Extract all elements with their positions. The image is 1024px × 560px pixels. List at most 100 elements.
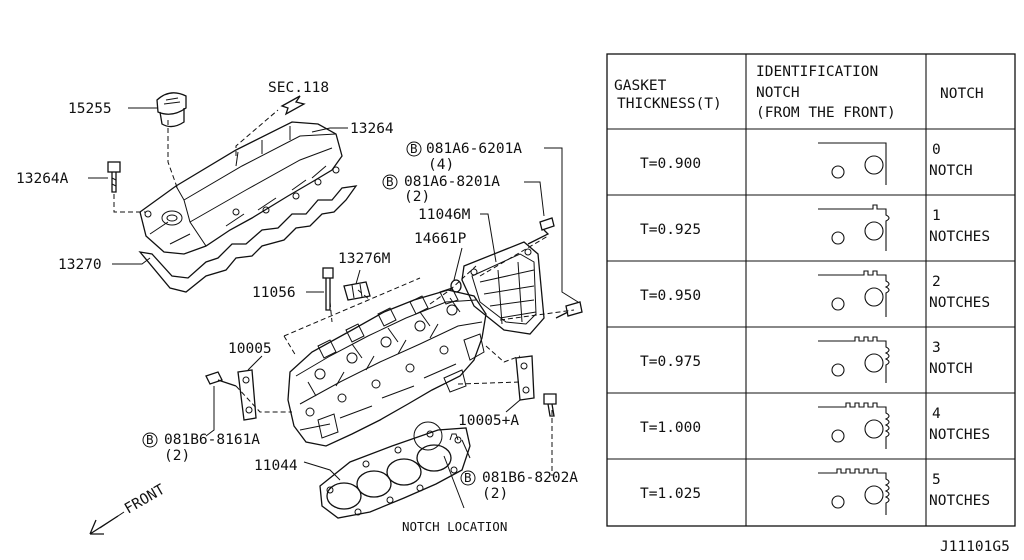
callout-081a6-6201a-qty: (4) [428,157,454,173]
notch-sketch [818,142,887,185]
reference-code: J11101G5 [940,539,1010,555]
bolt-symbol-icon [382,174,398,190]
front-label: FRONT [122,482,168,518]
callout-081b6-8202a-qty: (2) [482,486,508,502]
cover-bolt [107,161,121,193]
header-notch: NOTCH [940,86,984,102]
head-bolt [322,267,334,311]
notch-count: 2 [932,274,941,290]
callout-081b6-8161a-qty: (2) [164,448,190,464]
washer [450,279,462,293]
callout-14661p: 14661P [414,231,467,247]
callout-10005: 10005 [228,341,272,357]
notch-edge [818,402,890,449]
oil-filler-cap [156,92,187,128]
notch-count: 3 [932,340,941,356]
callout-11044: 11044 [254,458,298,474]
callout-081a6-6201a: 081A6-6201A [426,141,522,157]
notch-word: NOTCH [929,163,973,179]
water-hole [864,155,884,175]
sensor [343,281,371,301]
water-hole [864,419,884,439]
notch-sketch [818,270,890,317]
header-identification: IDENTIFICATION [756,64,878,80]
rear-cover-plate [461,241,545,335]
bolt-symbol: B [386,174,394,189]
notch-location-marker [413,421,443,451]
bolt-hole [831,429,845,443]
bolt-symbol: B [146,432,154,447]
callout-11046m: 11046M [418,207,471,223]
notch-sketch [818,468,890,515]
thickness-value: T=1.025 [640,486,701,502]
callout-13264a: 13264A [16,171,69,187]
notch-word: NOTCHES [929,493,990,509]
thickness-value: T=0.950 [640,288,701,304]
front-arrow: FRONT [89,482,168,535]
header-from-front: (FROM THE FRONT) [756,105,896,121]
sec118-arrow: SEC.118 [268,80,329,116]
header-thickness: THICKNESS(T) [617,96,722,112]
notch-word: NOTCHES [929,427,990,443]
bracket-left [237,369,257,421]
callout-10005a: 10005+A [458,413,519,429]
header-notch-line: NOTCH [756,85,800,101]
bolt-symbol: B [464,470,472,485]
bolt-symbol-icon [460,470,476,486]
water-hole [864,485,884,505]
bolt-hole [831,231,845,245]
bolt-symbol-icon [406,141,422,157]
notch-count: 1 [932,208,941,224]
notch-sketch [818,336,890,383]
bracket-right [515,355,535,401]
rocker-cover-gasket [138,185,358,293]
notch-edge [818,204,890,251]
bolt-symbol: B [410,141,418,156]
callout-081b6-8202a: 081B6-8202A [482,470,578,486]
notch-edge [818,468,890,515]
cylinder-head [287,287,487,447]
notch-count: 4 [932,406,941,422]
thickness-value: T=0.925 [640,222,701,238]
callout-081a6-8201a-qty: (2) [404,189,430,205]
bracket-bolt-left [205,371,237,387]
notch-word: NOTCH [929,361,973,377]
callout-11056: 11056 [252,285,296,301]
notch-edge [818,270,890,317]
gasket-thickness-table: GASKET THICKNESS(T) IDENTIFICATION NOTCH… [606,53,1016,555]
water-hole [864,287,884,307]
notch-edge [818,336,890,383]
rocker-cover [139,121,343,255]
thickness-value: T=1.000 [640,420,701,436]
bolt-hole [831,495,845,509]
water-hole [864,353,884,373]
header-gasket: GASKET [614,78,667,94]
notch-location-label: NOTCH LOCATION [402,519,507,534]
callout-13270: 13270 [58,257,102,273]
notch-count: 0 [932,142,941,158]
notch-word: NOTCHES [929,295,990,311]
head-gasket [319,421,471,519]
callout-13276m: 13276M [338,251,391,267]
water-hole [864,221,884,241]
bolt-hole [831,165,845,179]
bolt-hole [831,363,845,377]
table-rows: T=0.9000NOTCHT=0.9251NOTCHEST=0.9502NOTC… [607,142,1015,515]
upper-bolts [527,217,583,319]
leader-lines [88,107,579,509]
notch-edge [818,142,887,185]
callout-081a6-8201a: 081A6-8201A [404,174,500,190]
bolt-hole [831,297,845,311]
notch-count: 5 [932,472,941,488]
sec118-label: SEC.118 [268,80,329,96]
callout-13264: 13264 [350,121,394,137]
notch-word: NOTCHES [929,229,990,245]
bracket-bolt-right [543,393,557,417]
